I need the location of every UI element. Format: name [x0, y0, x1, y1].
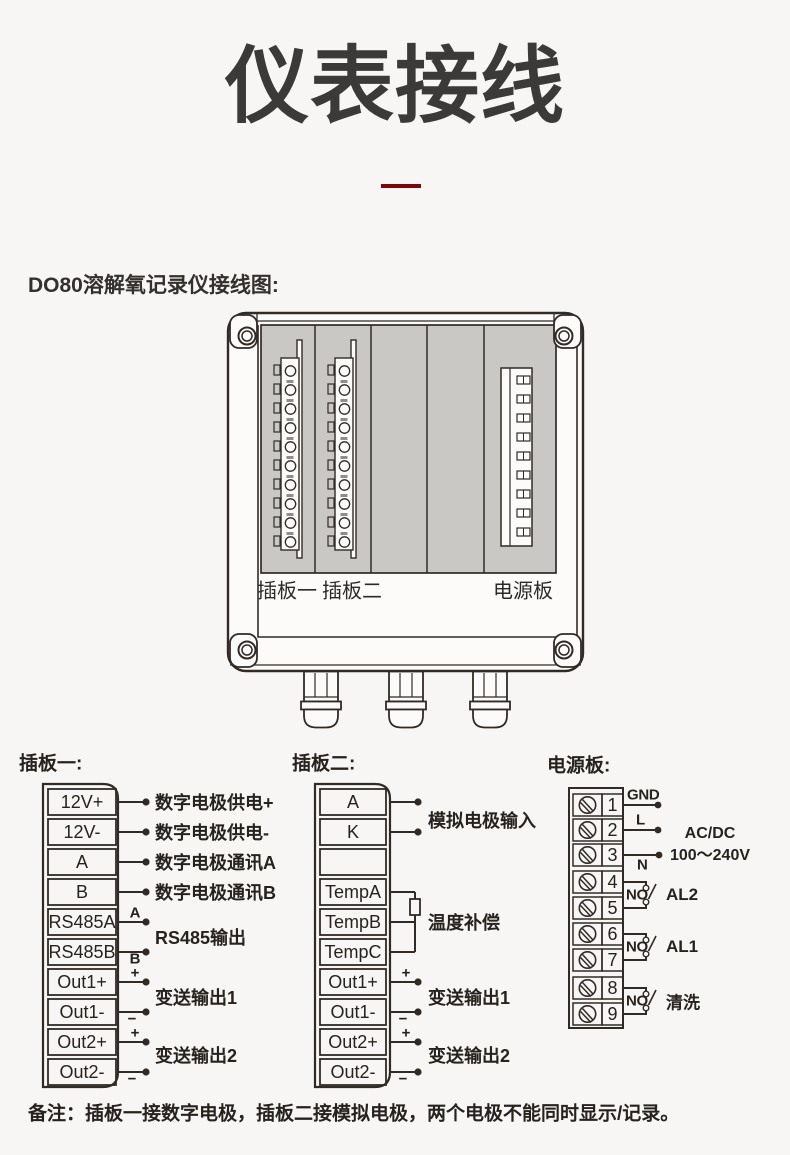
power-wire-label-n: N: [637, 856, 648, 874]
terminal-label: TempA: [324, 881, 382, 902]
device-label-power: 电源板: [493, 580, 553, 603]
annotation: 数字电极通讯A: [155, 853, 276, 873]
diagram-caption: DO80溶解氧记录仪接线图:: [28, 274, 279, 297]
page-title: 仪表接线: [224, 39, 565, 133]
terminal-label: 12V+: [60, 791, 104, 812]
power-wire-label-l: L: [636, 811, 645, 829]
terminal-number: 6: [607, 923, 618, 944]
temp-compensation-resistor: [409, 898, 421, 916]
power-board-wiring: [568, 787, 663, 1029]
terminal-label: TempB: [324, 911, 382, 932]
terminal-label: TempC: [324, 941, 382, 962]
annotation: 模拟电极输入: [428, 811, 536, 831]
terminal-number: 9: [607, 1003, 618, 1024]
wire-mark: +: [401, 1024, 411, 1042]
terminal-label: Out2-: [59, 1061, 105, 1082]
relay-contact-al1: [623, 933, 657, 961]
device-label-slot2: 插板二: [322, 580, 382, 603]
terminal-label: Out2+: [57, 1031, 107, 1052]
wire-mark: B: [129, 950, 141, 968]
relay-contact-clean: [623, 987, 657, 1015]
note: 备注：插板一接数字电极，插板二接模拟电极，两个电极不能同时显示/记录。: [28, 1103, 680, 1125]
annotation: RS485输出: [155, 928, 247, 948]
terminal-label: Out1+: [57, 971, 107, 992]
annotation: 变送输出2: [155, 1046, 238, 1066]
annotation: 变送输出1: [428, 988, 511, 1008]
annotation: 数字电极供电+: [155, 793, 274, 813]
terminal-label: A: [346, 791, 359, 812]
relay-contact-al2: [623, 881, 657, 909]
board2-heading: 插板二:: [292, 753, 356, 775]
supply-label: AC/DC: [684, 825, 736, 842]
power-board-heading: 电源板:: [547, 755, 611, 777]
title-divider: [381, 184, 421, 188]
supply-voltage-label: 100～240V: [669, 847, 751, 864]
device-label-slot1: 插板一: [257, 580, 317, 603]
power-connector: [500, 367, 533, 547]
wire-mark: −: [127, 1010, 137, 1028]
terminal-label: Out1-: [330, 1001, 376, 1022]
wire-mark: −: [127, 1070, 137, 1088]
terminal-label: K: [346, 821, 359, 842]
terminal-number: 1: [607, 794, 618, 815]
terminal-number: 8: [607, 977, 618, 998]
terminal-label: Out1-: [59, 1001, 105, 1022]
power-wire-label-gnd: GND: [627, 786, 660, 804]
annotation: 变送输出1: [155, 988, 238, 1008]
wire-mark: A: [129, 904, 141, 922]
wire-mark: +: [130, 1024, 140, 1042]
terminal-label: Out2+: [328, 1031, 378, 1052]
terminal-label: B: [75, 881, 88, 902]
wire-mark: +: [401, 964, 411, 982]
board2-wiring: [313, 782, 422, 1089]
cable-gland: [300, 670, 511, 729]
relay-contact-label: NO: [626, 938, 648, 956]
annotation: 数字电极供电-: [155, 823, 269, 843]
terminal-number: 2: [607, 819, 618, 840]
relay-contact-label: NO: [626, 992, 648, 1010]
terminal-label: [320, 849, 386, 875]
board1-wiring: [41, 782, 150, 1089]
board1-heading: 插板一:: [19, 753, 83, 775]
terminal-label: RS485A: [48, 911, 116, 932]
annotation: 温度补偿: [428, 913, 500, 933]
terminal-label: A: [75, 851, 88, 872]
relay-contact-label: NO: [626, 886, 648, 904]
terminal-label: RS485B: [48, 941, 116, 962]
relay-label-al1: AL1: [666, 937, 699, 956]
annotation: 数字电极通讯B: [155, 883, 276, 903]
terminal-label: Out2-: [330, 1061, 376, 1082]
wire-mark: −: [398, 1070, 408, 1088]
terminal-number: 4: [607, 871, 618, 892]
annotation: 变送输出2: [428, 1046, 511, 1066]
relay-label-al2: AL2: [666, 885, 699, 904]
wire-mark: +: [130, 964, 140, 982]
device-enclosure: [226, 311, 585, 729]
terminal-label: 12V-: [63, 821, 101, 842]
terminal-label: Out1+: [328, 971, 378, 992]
relay-label-clean: 清洗: [666, 993, 700, 1013]
terminal-number: 5: [607, 897, 618, 918]
terminal-number: 7: [607, 949, 618, 970]
wire-mark: −: [398, 1010, 408, 1028]
terminal-number: 3: [607, 844, 618, 865]
